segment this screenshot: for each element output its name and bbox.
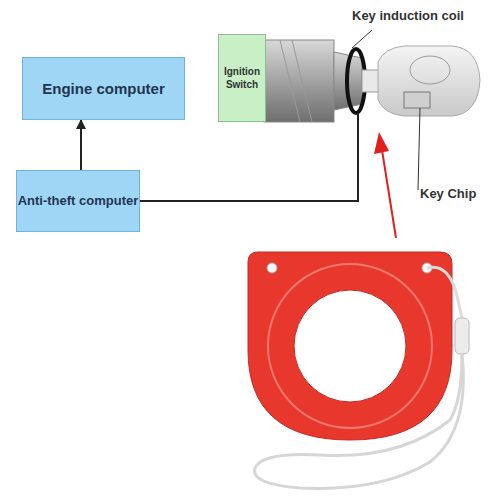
computer-box: Anti-theft computer (16, 170, 140, 232)
lanyard-clip (455, 318, 469, 354)
lanyard-loop (255, 354, 464, 488)
tool-ring-outline (268, 264, 432, 428)
lanyard-cord (427, 267, 462, 318)
cylinder-thread (280, 40, 312, 122)
computer-box: Engine computer (22, 57, 185, 120)
key-head (378, 46, 480, 116)
red-coil-tool (248, 252, 452, 440)
part-label: Key induction coil (352, 8, 500, 23)
key-chip (404, 92, 430, 108)
key-detail (410, 56, 450, 84)
ignition-switch-box: Ignition Switch (218, 34, 266, 122)
red-pointer (382, 150, 396, 238)
node-text: Ignition Switch (219, 65, 265, 91)
red-arrowhead (374, 132, 389, 154)
key-slot (362, 70, 380, 92)
tool-eyelet (267, 263, 277, 273)
leader-line (418, 108, 420, 190)
node-text: Engine computer (42, 79, 165, 99)
leader-line (352, 30, 372, 48)
connector-arrow (80, 120, 82, 170)
ignition-cylinder (264, 40, 334, 122)
tool-hole (294, 290, 406, 402)
part-label: Key Chip (420, 186, 500, 201)
signal-wire (140, 113, 358, 201)
node-text: Anti-theft computer (18, 193, 139, 210)
